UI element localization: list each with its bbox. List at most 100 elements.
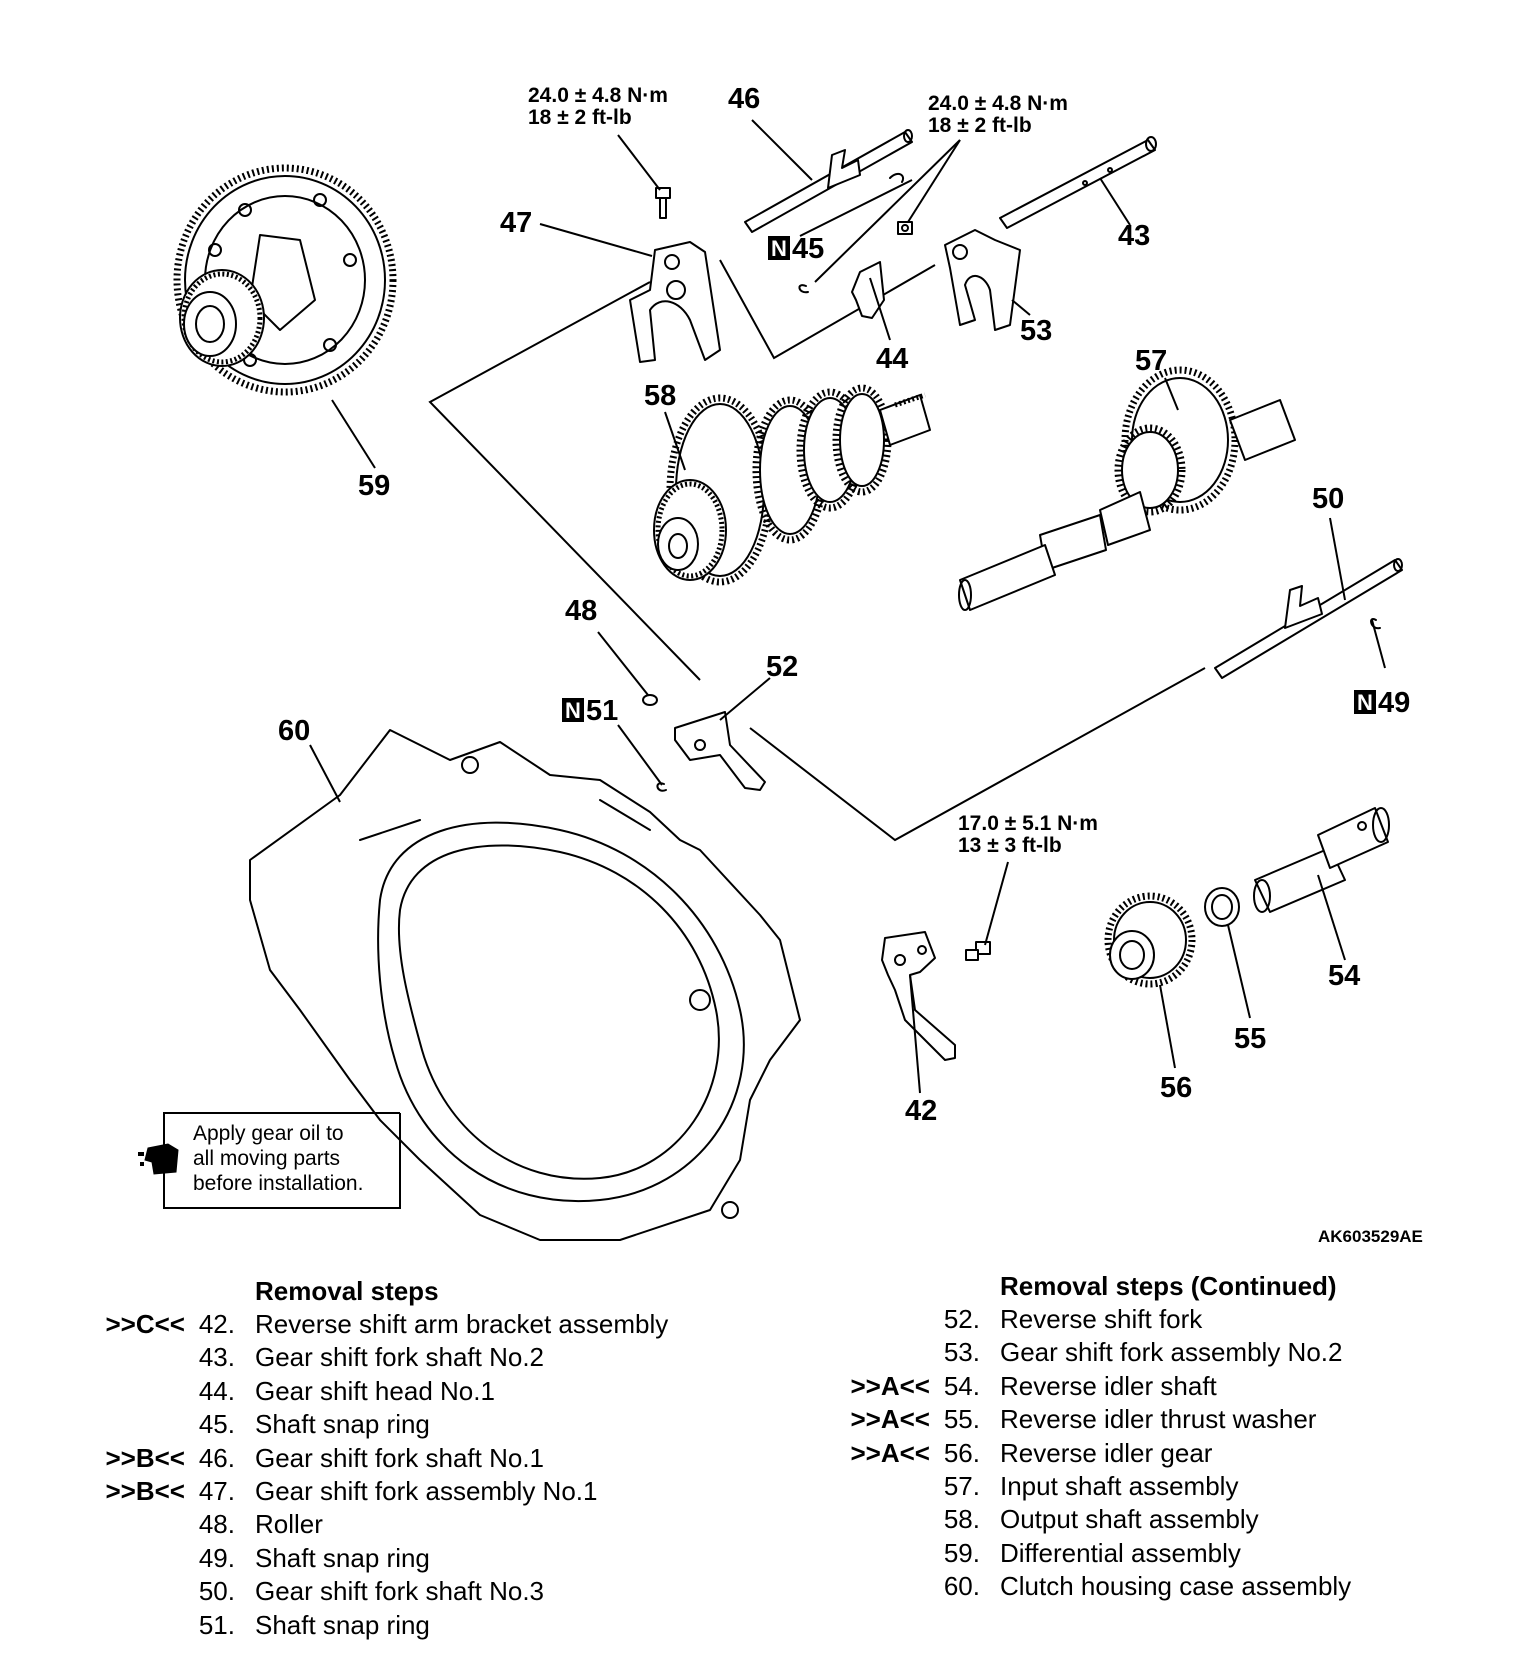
svg-text:51: 51: [586, 695, 618, 727]
svg-text:all moving parts: all moving parts: [193, 1147, 340, 1170]
step-label: Clutch housing case assembly: [1000, 1571, 1352, 1602]
gear-shift-fork-shaft-no2: [999, 136, 1157, 229]
step-no: 50.: [198, 1576, 235, 1607]
gear-shift-head-no1: [851, 261, 885, 319]
step-label: Shaft snap ring: [255, 1609, 430, 1640]
svg-text:before installation.: before installation.: [193, 1172, 363, 1195]
step-no: 49.: [198, 1542, 235, 1573]
removal-steps-heading: Removal steps: [255, 1276, 439, 1306]
gear-shift-fork-assembly-no1: [629, 241, 721, 363]
step-label: Gear shift fork shaft No.1: [255, 1442, 545, 1473]
step-no: 59.: [943, 1537, 980, 1568]
reverse-idler-thrust-washer: [1204, 887, 1240, 927]
step-no: 48.: [198, 1509, 235, 1540]
shaft-snap-ring-45: [798, 284, 809, 294]
callout-57: 57: [1135, 345, 1167, 377]
gear-shift-fork-shaft-no1: [744, 129, 913, 233]
svg-text:18 ± 2 ft-lb: 18 ± 2 ft-lb: [928, 114, 1032, 137]
callout-49: N 49: [1354, 687, 1410, 719]
svg-text:49: 49: [1378, 687, 1410, 719]
gear-shift-fork-shaft-no3: [1214, 558, 1403, 679]
leader-lines: [309, 119, 1386, 1094]
removal-step-item: 45.Shaft snap ring: [93, 1408, 793, 1441]
reverse-idler-gear: [1104, 892, 1196, 988]
gear-oil-note: Apply gear oil to all moving parts befor…: [138, 1112, 401, 1209]
removal-step-item: 49. Shaft snap ring: [93, 1542, 793, 1575]
removal-step-item: 43.Gear shift fork shaft No.2: [93, 1341, 793, 1374]
step-label: Gear shift head No.1: [255, 1375, 495, 1406]
step-no: 44.: [198, 1375, 235, 1406]
removal-steps-continued-heading: Removal steps (Continued): [1000, 1271, 1337, 1301]
callout-43: 43: [1118, 220, 1150, 252]
bolt-top-left: [655, 187, 671, 219]
step-no: 54.: [943, 1370, 980, 1401]
callout-53: 53: [1020, 315, 1052, 347]
step-label: Reverse idler thrust washer: [1000, 1404, 1317, 1435]
callout-51: N 51: [562, 695, 618, 727]
removal-step-item: 57.Input shaft assembly: [838, 1470, 1518, 1503]
step-label: Reverse idler shaft: [1000, 1370, 1217, 1401]
torque-spec-top-right: 24.0 ± 4.8 N·m 18 ± 2 ft-lb: [928, 92, 1068, 137]
callout-55: 55: [1234, 1023, 1266, 1055]
step-label: Gear shift fork shaft No.3: [255, 1576, 545, 1607]
input-shaft-assembly: [958, 366, 1296, 611]
svg-text:N: N: [565, 698, 581, 723]
removal-step-item: >>A<< 55. Reverse idler thrust washer: [838, 1403, 1518, 1436]
callout-42: 42: [905, 1095, 937, 1127]
reverse-shift-fork: [674, 711, 766, 791]
step-no: 51.: [198, 1609, 235, 1640]
reverse-idler-shaft: [1253, 807, 1390, 913]
step-no: 52.: [943, 1304, 980, 1334]
step-no: 46.: [198, 1442, 235, 1473]
removal-step-item: >>B<<46.Gear shift fork shaft No.1: [93, 1442, 793, 1475]
step-no: 47.: [198, 1476, 235, 1506]
callout-56: 56: [1160, 1072, 1192, 1104]
step-no: 55.: [943, 1404, 980, 1435]
step-mark: >>A<<: [850, 1370, 930, 1401]
step-label: Output shaft assembly: [1000, 1504, 1259, 1535]
torque-spec-top-left: 24.0 ± 4.8 N·m 18 ± 2 ft-lb: [528, 84, 668, 129]
step-label: Roller: [255, 1509, 323, 1540]
step-label: Differential assembly: [1000, 1537, 1241, 1568]
svg-text:17.0 ± 5.1 N·m: 17.0 ± 5.1 N·m: [958, 812, 1098, 835]
step-no: 56.: [943, 1437, 980, 1468]
removal-step-item: 51. Shaft snap ring: [93, 1609, 793, 1642]
step-no: 53.: [943, 1337, 980, 1368]
callout-58: 58: [644, 380, 676, 412]
differential-assembly: [173, 164, 397, 396]
callout-52: 52: [766, 651, 798, 683]
removal-step-item: 59. Differential assembly: [838, 1537, 1518, 1570]
callout-50: 50: [1312, 483, 1344, 515]
step-label: Shaft snap ring: [255, 1542, 430, 1573]
removal-step-item: >>C<<42.Reverse shift arm bracket assemb…: [93, 1308, 793, 1341]
callout-47: 47: [500, 207, 532, 239]
bolt-top-right: [897, 221, 913, 235]
step-label: Gear shift fork assembly No.2: [1000, 1337, 1343, 1368]
svg-text:N: N: [1357, 690, 1373, 715]
step-label: Reverse idler gear: [1000, 1437, 1213, 1468]
gear-shift-fork-assembly-no2: [944, 229, 1021, 331]
callout-44: 44: [876, 343, 908, 375]
figure-id: AK603529AE: [1318, 1227, 1423, 1246]
removal-step-item: >>B<<47.Gear shift fork assembly No.1: [93, 1475, 793, 1508]
removal-steps-right: Removal steps (Continued) 52. Reverse shi…: [838, 1270, 1518, 1610]
torque-spec-bracket: 17.0 ± 5.1 N·m 13 ± 3 ft-lb: [958, 812, 1098, 857]
svg-text:24.0 ± 4.8 N·m: 24.0 ± 4.8 N·m: [528, 84, 668, 107]
step-label: Shaft snap ring: [255, 1409, 430, 1440]
step-mark: >>A<<: [850, 1404, 930, 1435]
step-label: Reverse shift fork: [1000, 1304, 1203, 1334]
reverse-shift-arm-bracket-assembly: [881, 931, 956, 1061]
svg-text:24.0 ± 4.8 N·m: 24.0 ± 4.8 N·m: [928, 92, 1068, 115]
callout-45: N 45: [768, 233, 824, 265]
step-label: Gear shift fork shaft No.2: [255, 1342, 545, 1373]
output-shaft-assembly: [653, 384, 931, 586]
removal-step-item: 60.Clutch housing case assembly: [838, 1570, 1518, 1603]
svg-text:13 ± 3 ft-lb: 13 ± 3 ft-lb: [958, 834, 1062, 857]
callout-46: 46: [728, 83, 760, 115]
shaft-snap-ring-49: [1370, 618, 1381, 630]
roller: [642, 694, 658, 706]
step-label: Input shaft assembly: [1000, 1471, 1239, 1501]
clutch-housing-case-assembly: [249, 729, 801, 1241]
removal-step-item: >>A<<56.Reverse idler gear: [838, 1437, 1518, 1470]
step-no: 42.: [198, 1309, 235, 1339]
